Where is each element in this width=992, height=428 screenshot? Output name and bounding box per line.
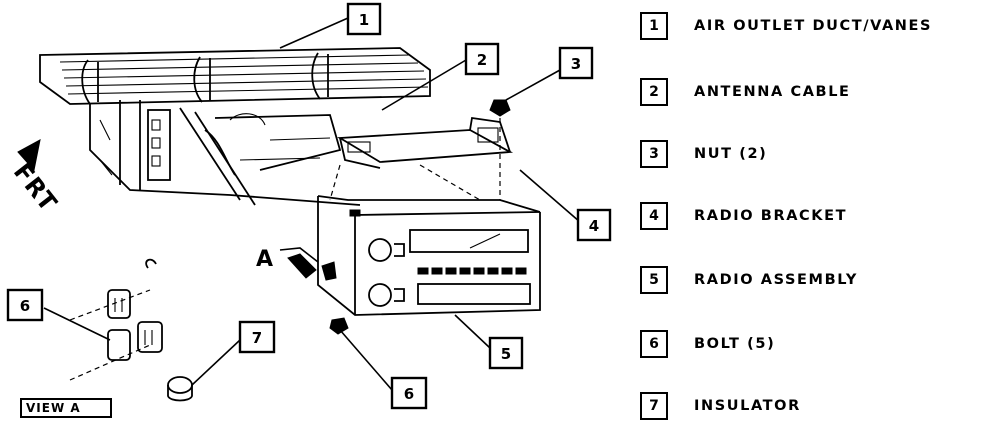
legend-number: 7 xyxy=(640,392,668,420)
legend-number: 2 xyxy=(640,78,668,106)
legend-number: 1 xyxy=(640,12,668,40)
legend-label: NUT (2) xyxy=(694,146,768,162)
air-outlet-duct xyxy=(39,47,431,105)
legend-item-5: 5 RADIO ASSEMBLY xyxy=(640,262,858,298)
callout-5: 5 xyxy=(488,336,524,370)
svg-text:1: 1 xyxy=(359,11,369,29)
legend-number: 4 xyxy=(640,202,668,230)
svg-text:2: 2 xyxy=(477,51,487,69)
legend-label: BOLT (5) xyxy=(694,336,776,352)
legend-label: INSULATOR xyxy=(694,398,801,414)
callout-7: 7 xyxy=(238,320,276,354)
radio-installation-illustration: 1 2 3 4 5 6 6 7 xyxy=(6,2,612,410)
leader-lines xyxy=(43,17,581,391)
view-a-letter: A xyxy=(256,247,274,272)
svg-text:6: 6 xyxy=(20,297,30,315)
legend-label: RADIO ASSEMBLY xyxy=(694,272,858,288)
view-a-label: VIEW A xyxy=(20,398,112,418)
nut-part xyxy=(489,99,511,117)
view-a-detail xyxy=(69,258,163,381)
legend-label: RADIO BRACKET xyxy=(694,208,848,224)
legend-item-7: 7 INSULATOR xyxy=(640,388,801,424)
radio-assembly xyxy=(317,195,541,316)
legend-label: ANTENNA CABLE xyxy=(694,84,851,100)
legend-label: AIR OUTLET DUCT/VANES xyxy=(694,18,933,34)
legend-number: 3 xyxy=(640,140,668,168)
callout-1: 1 xyxy=(346,2,382,36)
legend-item-4: 4 RADIO BRACKET xyxy=(640,198,847,234)
legend-item-3: 3 NUT (2) xyxy=(640,136,767,172)
callout-6-radio: 6 xyxy=(390,376,428,410)
legend-item-6: 6 BOLT (5) xyxy=(640,326,775,362)
legend-item-1: 1 AIR OUTLET DUCT/VANES xyxy=(640,8,932,44)
legend-number: 6 xyxy=(640,330,668,358)
callout-2: 2 xyxy=(464,42,500,76)
callout-4: 4 xyxy=(576,208,612,242)
radio-buttons xyxy=(417,267,527,275)
svg-text:5: 5 xyxy=(501,345,511,363)
volume-knob xyxy=(368,238,392,262)
legend-number: 5 xyxy=(640,266,668,294)
front-arrow-icon xyxy=(17,139,41,172)
insulator-part xyxy=(167,376,193,402)
tuning-knob xyxy=(368,283,392,307)
radio-bracket xyxy=(337,116,514,169)
callout-3: 3 xyxy=(558,46,594,80)
svg-text:4: 4 xyxy=(589,217,599,235)
view-a-arrow xyxy=(287,253,337,281)
callout-6-view-a: 6 xyxy=(6,288,44,322)
svg-text:6: 6 xyxy=(404,385,414,403)
legend-item-2: 2 ANTENNA CABLE xyxy=(640,74,851,110)
svg-text:7: 7 xyxy=(252,329,262,347)
bolt-part xyxy=(329,317,349,335)
dash-carrier xyxy=(89,100,361,206)
parts-legend: 1 AIR OUTLET DUCT/VANES 2 ANTENNA CABLE … xyxy=(640,0,992,428)
svg-text:3: 3 xyxy=(571,55,581,73)
